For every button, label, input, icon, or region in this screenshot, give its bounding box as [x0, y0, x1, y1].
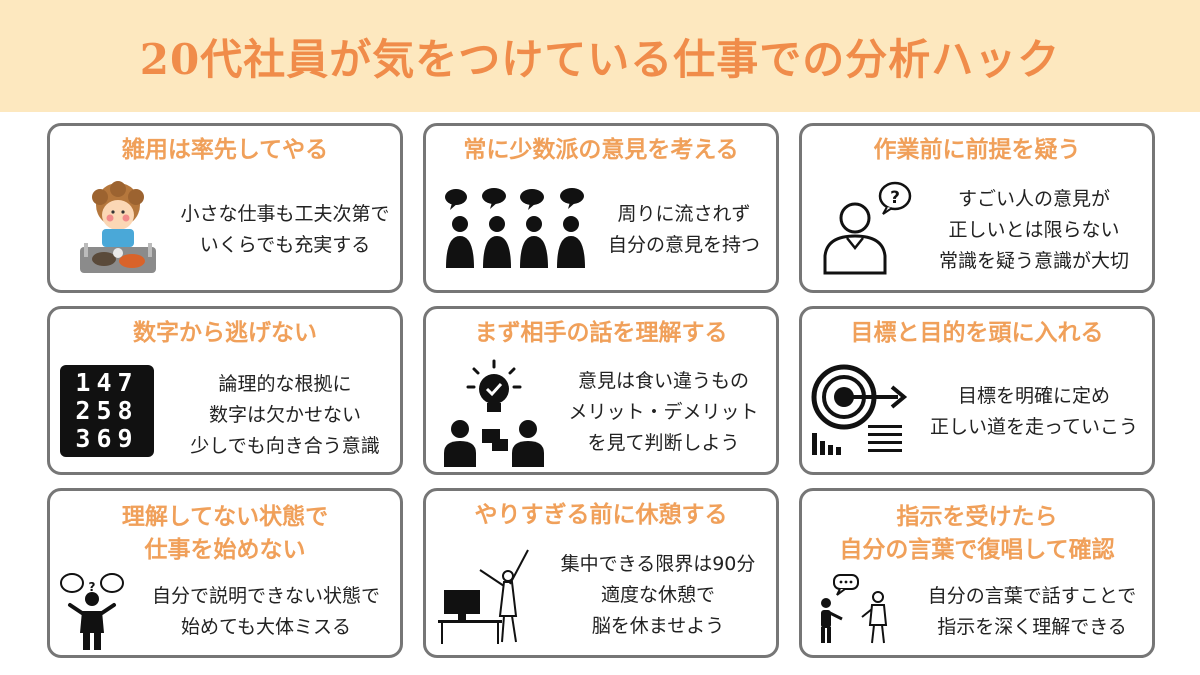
person-question-icon: ? — [817, 178, 917, 282]
tips-grid: 雑用は率先してやる 小さな仕事も工夫次第でいくらでも充実する 常に少数派の意 — [47, 123, 1155, 658]
card-title: 理解してない状態で 仕事を始めない — [121, 504, 329, 563]
card-title: 指示を受けたら 自分の言葉で復唱して確認 — [839, 504, 1115, 563]
number-grid-icon: 147 258 369 — [60, 365, 154, 457]
group-speech-icon — [442, 188, 590, 274]
card-title: 作業前に前提を疑う — [873, 137, 1081, 163]
card-understand-before-start: 理解してない状態で 仕事を始めない ? 自分で説明できない状態で始めても大体ミス… — [47, 488, 403, 658]
card-take-breaks: やりすぎる前に休憩する 集中できる限界は90分適度な休憩で脳を休ませよう — [423, 488, 779, 658]
dishwashing-child-icon — [74, 181, 162, 280]
card-title: 目標と目的を頭に入れる — [850, 320, 1104, 346]
card-minority-opinion: 常に少数派の意見を考える 周りに流されず自分の意見を持つ — [423, 123, 779, 293]
card-description: 論理的な根拠に数字は欠かせない少しでも向き合う意識 — [190, 373, 380, 457]
card-title: 数字から逃げない — [133, 320, 317, 346]
card-title: やりすぎる前に休憩する — [474, 502, 728, 528]
card-question-premise: 作業前に前提を疑う ? すごい人の意見が正しいとは限らない常識を疑う意識が大切 — [799, 123, 1155, 293]
card-description: 小さな仕事も工夫次第でいくらでも充実する — [180, 203, 390, 256]
card-repeat-instructions: 指示を受けたら 自分の言葉で復唱して確認 自分の言葉で話すことで指示を深く理解で… — [799, 488, 1155, 658]
card-description: 意見は食い違うものメリット・デメリットを見て判断しよう — [568, 370, 759, 454]
card-title: 雑用は率先してやる — [121, 137, 329, 163]
header-banner: 20代社員が気をつけている仕事での分析ハック — [0, 0, 1200, 112]
two-people-talking-icon — [816, 573, 896, 649]
card-description: すごい人の意見が正しいとは限らない常識を疑う意識が大切 — [938, 188, 1129, 272]
card-chores: 雑用は率先してやる 小さな仕事も工夫次第でいくらでも充実する — [47, 123, 403, 293]
card-description: 目標を明確に定め正しい道を走っていこう — [929, 385, 1139, 438]
page-title: 20代社員が気をつけている仕事での分析ハック — [139, 34, 1061, 84]
card-understand-first: まず相手の話を理解する 意見は食い違うものメリット・デメリットを見て判断しよう — [423, 306, 779, 475]
stretching-desk-icon — [436, 546, 540, 650]
target-arrow-icon — [808, 359, 912, 463]
confused-person-icon: ? — [58, 571, 126, 655]
card-description: 周りに流されず自分の意見を持つ — [607, 203, 760, 256]
svg-text:?: ? — [890, 188, 900, 208]
card-description: 自分の言葉で話すことで指示を深く理解できる — [927, 585, 1137, 638]
card-description: 自分で説明できない状態で始めても大体ミスる — [151, 585, 380, 638]
card-goals: 目標と目的を頭に入れる 目標を明確に定め正しい道を走っていこう — [799, 306, 1155, 475]
card-title: まず相手の話を理解する — [474, 320, 728, 346]
card-title: 常に少数派の意見を考える — [463, 137, 739, 163]
svg-text:?: ? — [89, 580, 96, 594]
card-description: 集中できる限界は90分適度な休憩で脳を休ませよう — [560, 553, 756, 637]
card-numbers: 数字から逃げない 147 258 369 論理的な根拠に数字は欠かせない少しでも… — [47, 306, 403, 475]
lightbulb-discussion-icon — [438, 359, 550, 472]
